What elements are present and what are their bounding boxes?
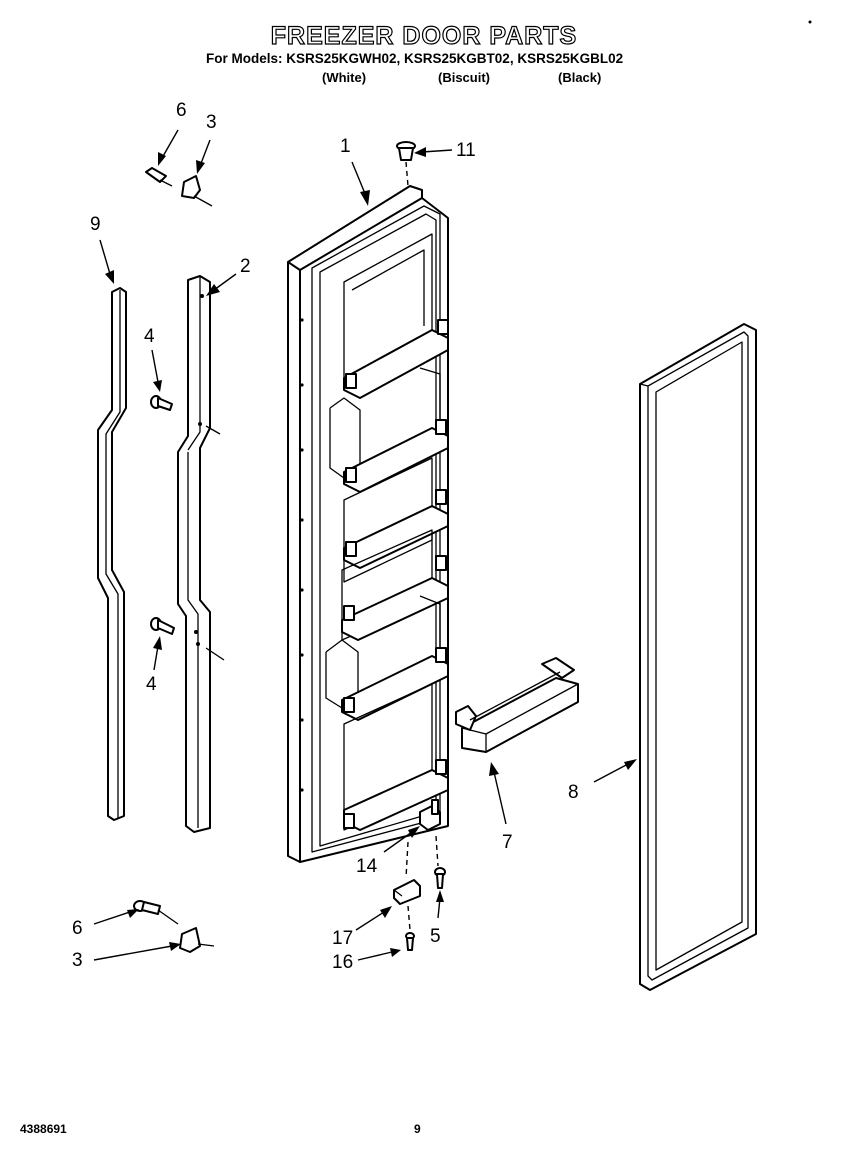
- callout-8: 8: [568, 782, 579, 803]
- leader-lines: [93, 129, 637, 961]
- trim-strip: [97, 287, 127, 821]
- door-gasket: [639, 323, 757, 991]
- variant-biscuit: (Biscuit): [438, 70, 490, 85]
- lower-screw: [150, 617, 175, 635]
- door-bin: [455, 657, 579, 753]
- top-plug-part: [396, 141, 416, 187]
- hinge-screw-part: [434, 867, 446, 889]
- model-list: For Models: KSRS25KGWH02, KSRS25KGBT02, …: [206, 51, 624, 66]
- document-number: 4388691: [20, 1122, 67, 1136]
- callout-3-top: 3: [206, 112, 217, 133]
- callout-14: 14: [356, 856, 378, 877]
- bottom-screw-part: [405, 932, 415, 951]
- callout-7: 7: [502, 832, 513, 853]
- callout-17: 17: [332, 928, 353, 949]
- callout-4-upper: 4: [144, 326, 155, 347]
- callout-2: 2: [240, 256, 251, 277]
- bottom-hinge-pin: [133, 900, 179, 925]
- callout-4-lower: 4: [146, 674, 157, 695]
- callout-1: 1: [340, 136, 351, 157]
- callout-3-bottom: 3: [72, 950, 83, 971]
- top-hinge-pin: [145, 167, 173, 187]
- callout-5: 5: [430, 926, 441, 947]
- callout-6-top: 6: [176, 100, 187, 121]
- variant-white: (White): [322, 70, 367, 85]
- bottom-hinge-bracket: [179, 927, 215, 953]
- hinge-strip: [177, 275, 225, 833]
- page-number: 9: [414, 1122, 421, 1136]
- cam-part: [419, 799, 441, 831]
- door-shelves: [325, 233, 449, 831]
- callout-6-bottom: 6: [72, 918, 83, 939]
- corner-mark: [808, 20, 812, 24]
- callout-numbers: 1 11 6 3 9 2 4 4 7 8 14 6 3 17 5 16: [72, 100, 579, 973]
- door-screw-holes: [300, 318, 304, 792]
- callout-16: 16: [332, 952, 353, 973]
- page-title: FREEZER DOOR PARTS: [270, 21, 578, 50]
- bottom-hinge-part: [393, 879, 421, 905]
- upper-screw: [150, 395, 173, 411]
- callout-9: 9: [90, 214, 101, 235]
- top-hinge-bracket: [181, 175, 213, 207]
- variant-black: (Black): [558, 70, 602, 85]
- callout-11: 11: [456, 140, 476, 161]
- freezer-door: [287, 185, 449, 863]
